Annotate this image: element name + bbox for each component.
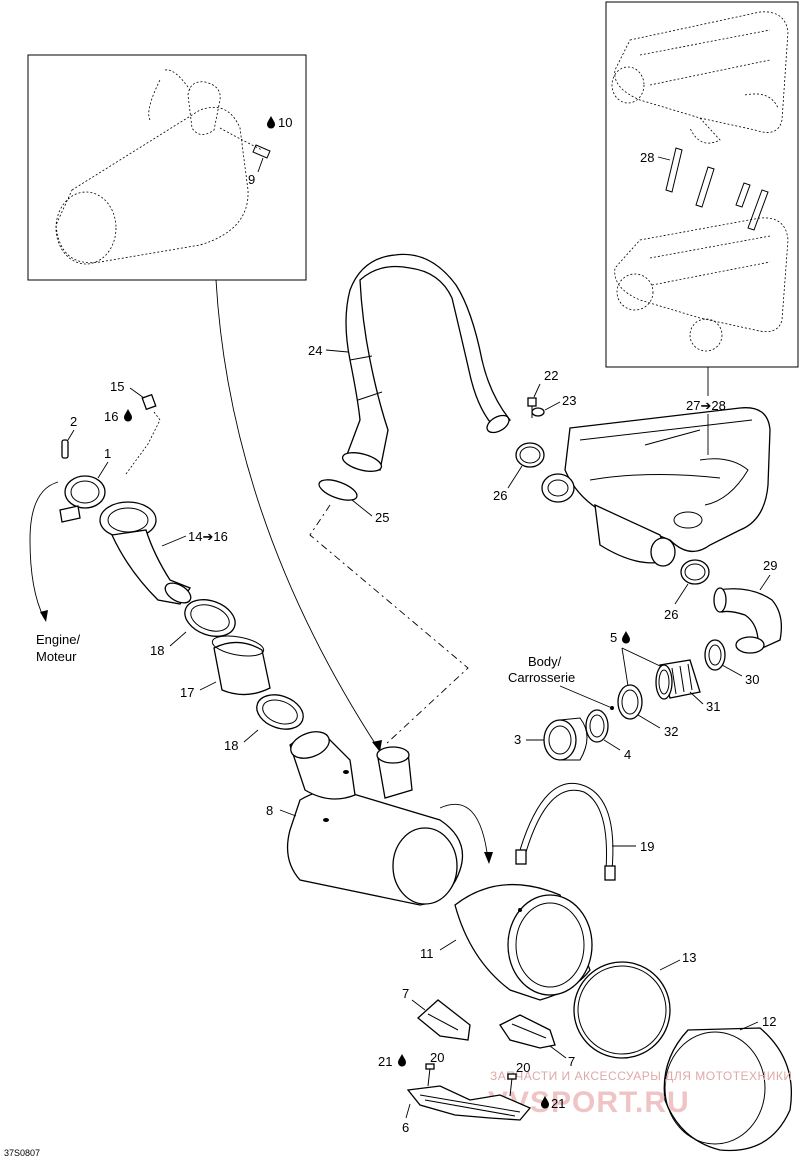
callout-7b: 7 [568,1054,575,1069]
callout-17: 17 [180,685,194,700]
callout-11: 11 [420,946,434,961]
inset-silencer-shield: 28 [605,1,799,368]
callout-32: 32 [664,724,678,739]
callout-23: 23 [562,393,576,408]
screw-20a [425,1063,435,1087]
callout-20b: 20 [516,1060,530,1075]
callout-10: 10 [278,115,292,130]
inset-muffler [55,69,263,265]
callout-29: 29 [763,558,777,573]
end-cap-12 [663,1027,793,1152]
inset-muffler-detail: 9 10 [27,54,307,281]
pin-2 [61,439,69,459]
drop-icon [398,1054,406,1067]
ring-3 [543,717,588,761]
callout-18a: 18 [150,643,164,658]
engine-label: Engine/ [36,632,80,647]
callout-20a: 20 [430,1050,444,1065]
drop-icon [267,116,275,129]
bracket-6 [406,1085,532,1121]
callout-9: 9 [248,172,255,187]
drop-icon [622,631,630,644]
gasket-25 [318,479,358,501]
callout-26b: 26 [664,607,678,622]
callout-28: 28 [640,150,654,165]
body-label: Body/ [528,654,562,669]
callout-24: 24 [308,343,322,358]
bracket-7b [499,1014,556,1049]
muffler-8 [286,731,464,906]
coupler-17 [211,635,271,696]
bracket-7a [417,999,471,1041]
callout-12: 12 [762,1014,776,1029]
moteur-label: Moteur [36,649,77,664]
carrosserie-label: Carrosserie [508,670,575,685]
gasket-4 [585,709,609,743]
diagram-code: 37S0807 [4,1148,40,1158]
callout-3: 3 [514,732,521,747]
callout-7a: 7 [402,986,409,1001]
callout-30: 30 [745,672,759,687]
drop-icon [124,409,132,422]
shield-strips-28 [665,147,769,231]
callout-6: 6 [402,1120,409,1135]
callout-27-28: 27➔28 [686,398,726,413]
clamp-30 [704,639,726,671]
callout-15: 15 [110,379,124,394]
callout-31: 31 [706,699,720,714]
callout-26a: 26 [493,488,507,503]
ring-13 [573,961,671,1059]
callout-18b: 18 [224,738,238,753]
callout-21b: 21 [551,1096,565,1111]
silencer-27 [541,407,771,567]
outlet-31 [655,659,701,700]
clamp-1 [59,475,106,523]
callout-8: 8 [266,803,273,818]
heat-shield-11 [454,884,593,1001]
inset-silencer-top [611,11,789,144]
washer-23 [531,407,545,417]
inset-silencer-bottom [614,217,789,352]
callout-16: 16 [104,409,118,424]
callout-4: 4 [624,747,631,762]
manifold-14 [99,501,192,605]
strap-19 [515,782,616,881]
watermark-line1: ЗАПЧАСТИ И АКСЕССУАРЫ ДЛЯ МОТОТЕХНИКИ [490,1069,792,1083]
callout-22: 22 [544,368,558,383]
sensor-part-9 [252,144,271,159]
clamp-18a [184,599,236,637]
elbow-29 [713,587,783,654]
callout-13: 13 [682,950,696,965]
exhaust-pipe-24 [341,253,511,472]
callout-19: 19 [640,839,654,854]
callout-21a: 21 [378,1054,392,1069]
screw-20b [507,1073,517,1097]
bolt-15 [141,393,157,411]
callout-1: 1 [104,446,111,461]
callout-2: 2 [70,414,77,429]
callout-25: 25 [375,510,389,525]
clamp-18b [256,694,304,730]
callout-14-16: 14➔16 [188,529,228,544]
callout-5: 5 [610,630,617,645]
